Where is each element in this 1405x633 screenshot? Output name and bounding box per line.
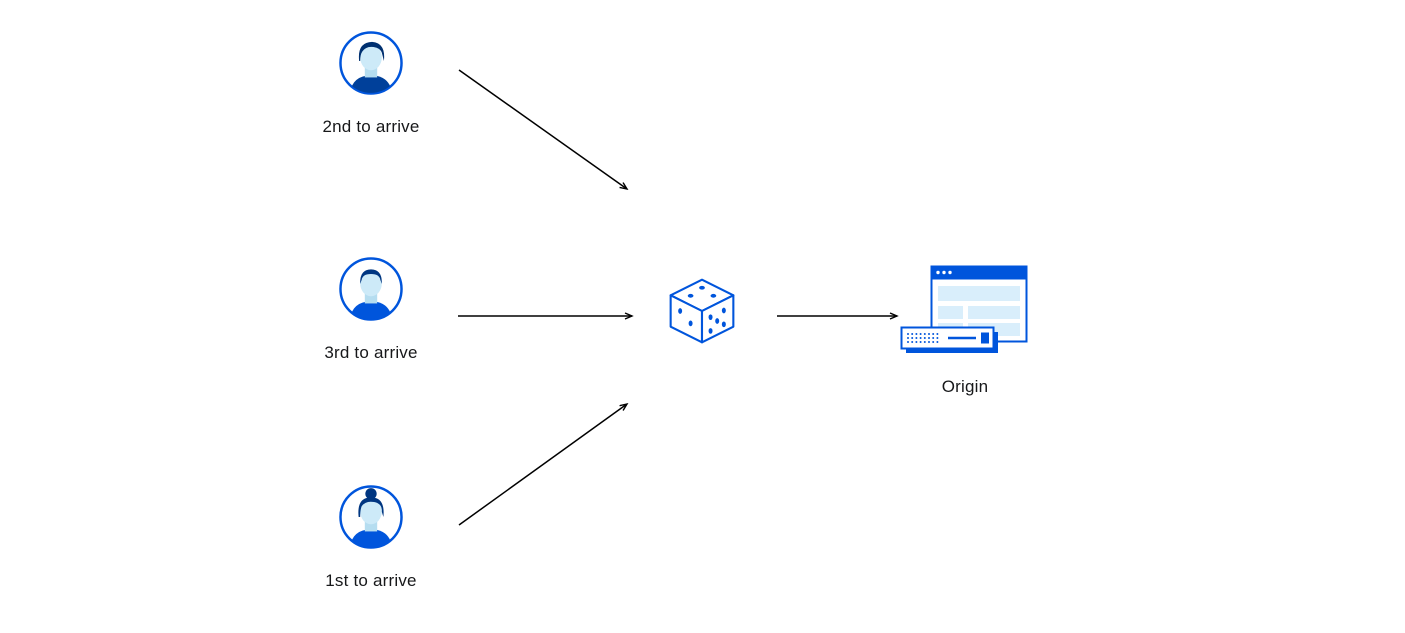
origin-node: Origin (898, 263, 1032, 395)
client-node-2nd: 2nd to arrive (301, 30, 441, 135)
person-avatar-male-icon (339, 257, 403, 321)
origin-server-browser-icon (900, 265, 1028, 353)
person-avatar-female-icon (339, 485, 403, 549)
client-label-2nd: 2nd to arrive (322, 117, 420, 136)
dice-icon (669, 278, 735, 344)
randomizer-node (664, 273, 740, 349)
origin-label: Origin (941, 377, 989, 396)
client-label-1st: 1st to arrive (325, 571, 417, 590)
arrow-client-1st-to-dice (458, 404, 627, 526)
client-label-3rd: 3rd to arrive (324, 343, 418, 362)
arrow-client-2nd-to-dice (458, 69, 627, 189)
client-node-1st: 1st to arrive (301, 484, 441, 589)
person-avatar-male-icon (339, 31, 403, 95)
client-node-3rd: 3rd to arrive (301, 256, 441, 361)
